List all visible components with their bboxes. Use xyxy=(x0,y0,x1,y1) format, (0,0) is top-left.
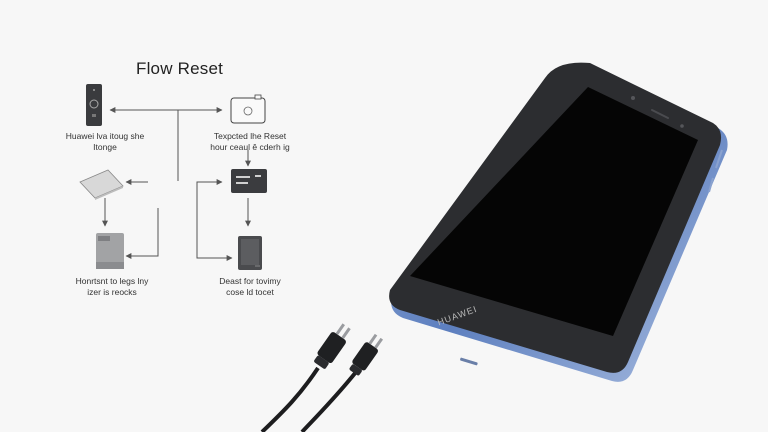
remote-device-icon xyxy=(86,84,102,126)
caption-line: Honrtsnt to legs lny xyxy=(75,276,149,286)
caption-node-2: Texpcted lhe Reset hour ceaul ê cderh ig xyxy=(200,131,300,153)
diagram-title: Flow Reset xyxy=(136,59,224,78)
connector-panel-loop xyxy=(196,179,233,261)
caption-node-3: Honrtsnt to legs lny izer is reocks xyxy=(62,276,162,298)
caption-node-4: Deast for tovimy cose ld tocet xyxy=(200,276,300,298)
caption-line: Texpcted lhe Reset xyxy=(213,131,287,141)
caption-line: Deast for tovimy xyxy=(219,276,281,286)
card-tray-icon xyxy=(79,169,124,200)
smartphone-icon xyxy=(389,62,728,382)
usb-cable-icon xyxy=(260,323,384,432)
tablet-device-icon xyxy=(238,236,262,270)
flow-connectors xyxy=(102,107,251,261)
caption-line: cose ld tocet xyxy=(226,287,274,297)
caption-line: izer is reocks xyxy=(87,287,137,297)
connector-return-left xyxy=(125,208,159,259)
camera-box-icon xyxy=(230,94,266,124)
control-panel-icon xyxy=(231,169,267,193)
caption-line: Huawei lva itoug she xyxy=(65,131,145,141)
caption-line: hour ceaul ê cderh ig xyxy=(210,142,290,152)
caption-line: Itonge xyxy=(93,142,117,152)
caption-node-1: Huawei lva itoug she Itonge xyxy=(55,131,155,153)
battery-block-icon xyxy=(96,233,124,269)
